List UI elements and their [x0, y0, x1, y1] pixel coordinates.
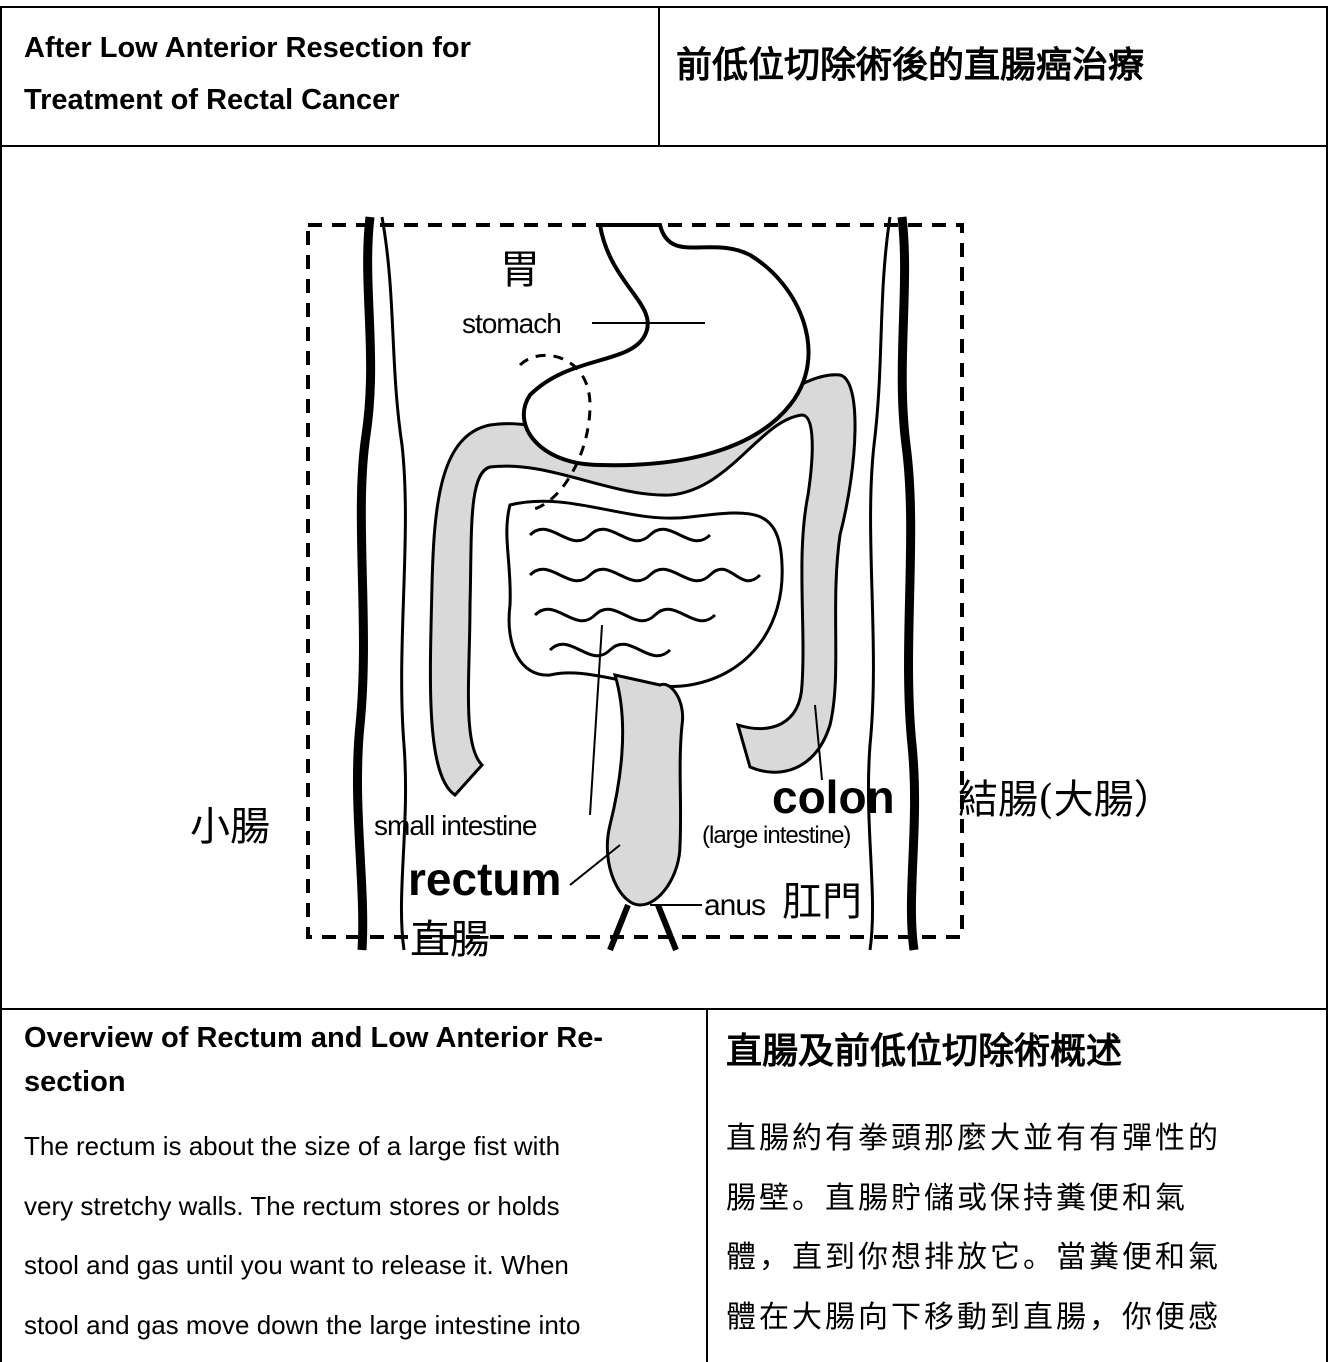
body-outline-right — [902, 217, 915, 950]
label-small-intestine-en: small intestine — [374, 810, 537, 841]
stomach-shape — [524, 225, 809, 465]
anus-lines — [610, 905, 676, 950]
label-colon-zh: 結腸(大腸） — [958, 777, 1174, 823]
label-stomach-zh: 胃 — [500, 247, 540, 293]
label-colon-en: colon — [772, 771, 895, 823]
rectum-shape — [607, 675, 682, 905]
body-outline-left — [357, 217, 370, 950]
title-english-line: Treatment of Rectal Cancer — [24, 74, 471, 126]
overview-heading-line: section — [24, 1060, 603, 1104]
label-anus-zh: 肛門 — [782, 879, 862, 925]
title-english-line: After Low Anterior Resection for — [24, 22, 471, 74]
label-rectum-zh: 直腸 — [410, 917, 490, 963]
body-line: stool and gas until you want to release … — [24, 1236, 580, 1296]
body-line: 體，直到你想排放它。當糞便和氣 — [726, 1228, 1221, 1288]
table-divider-body-column — [706, 1008, 708, 1362]
label-rectum-en: rectum — [408, 853, 561, 905]
digestive-system-diagram: 胃 stomach 小腸 small intestine colon (larg… — [190, 205, 1220, 965]
title-chinese: 前低位切除術後的直腸癌治療 — [676, 36, 1144, 88]
label-stomach-en: stomach — [462, 308, 561, 339]
table-divider-header-column — [658, 6, 660, 146]
body-line: 腸壁。直腸貯儲或保持糞便和氣 — [726, 1169, 1221, 1229]
label-small-intestine-zh: 小腸 — [190, 804, 270, 850]
body-line: The rectum is about the size of a large … — [24, 1117, 580, 1177]
overview-heading-line: Overview of Rectum and Low Anterior Re- — [24, 1016, 603, 1060]
body-line: 直腸約有拳頭那麼大並有有彈性的 — [726, 1109, 1221, 1169]
body-line: stool and gas move down the large intest… — [24, 1296, 580, 1356]
overview-body-english: The rectum is about the size of a large … — [24, 1117, 580, 1355]
label-anus-en: anus — [704, 889, 765, 922]
table-border-top — [0, 6, 1328, 8]
body-outline-right-inner — [868, 217, 890, 950]
title-english: After Low Anterior Resection for Treatme… — [24, 22, 471, 126]
body-line: 體在大腸向下移動到直腸，你便感 — [726, 1288, 1221, 1348]
table-divider-figure — [0, 1008, 1328, 1010]
overview-body-chinese: 直腸約有拳頭那麼大並有有彈性的 腸壁。直腸貯儲或保持糞便和氣 體，直到你想排放它… — [726, 1109, 1221, 1347]
label-colon-sub-en: (large intestine) — [702, 822, 850, 849]
body-line: very stretchy walls. The rectum stores o… — [24, 1177, 580, 1237]
overview-heading-chinese: 直腸及前低位切除術概述 — [726, 1022, 1122, 1074]
table-divider-header — [0, 145, 1328, 147]
overview-heading-english: Overview of Rectum and Low Anterior Re- … — [24, 1016, 603, 1104]
table-border-left — [0, 6, 2, 1362]
